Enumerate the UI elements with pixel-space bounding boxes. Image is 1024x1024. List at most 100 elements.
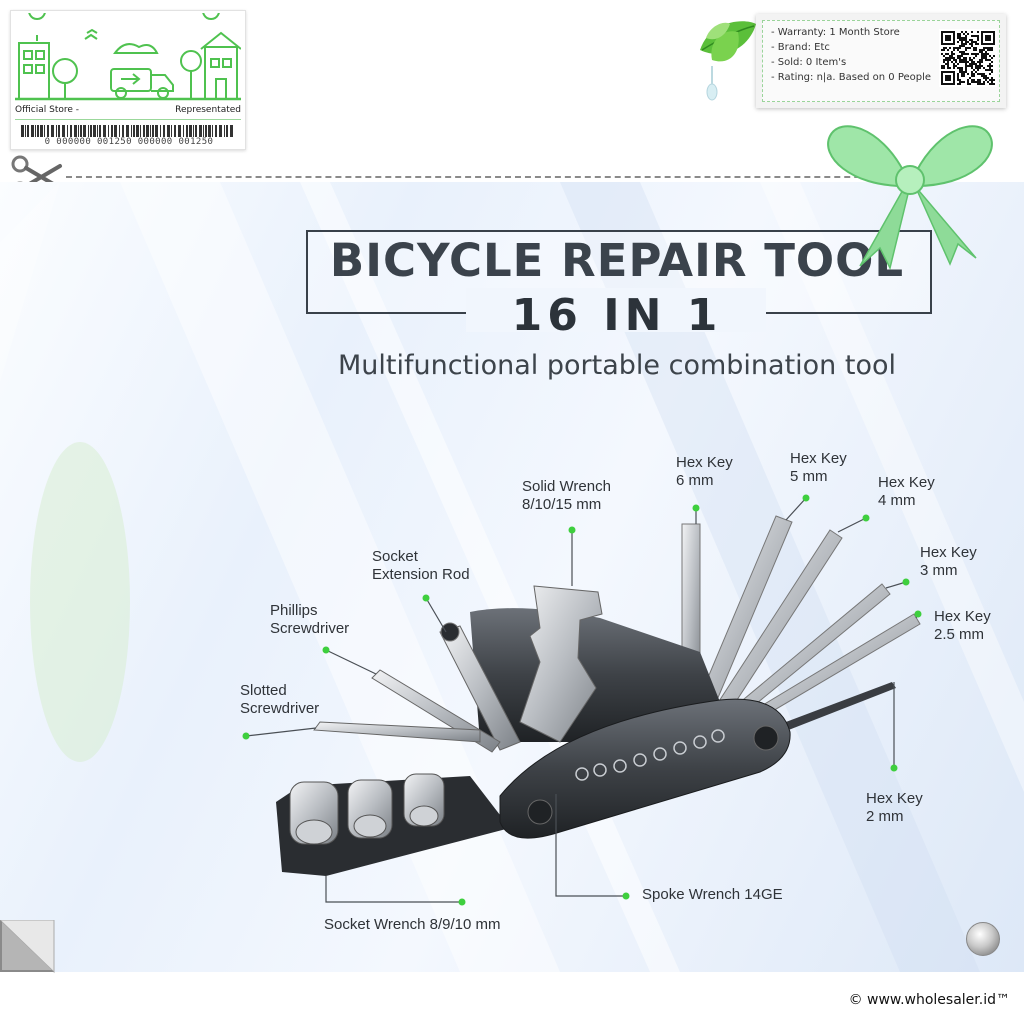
qr-module — [949, 67, 951, 69]
label-name: Solid Wrench — [522, 478, 611, 495]
qr-module — [991, 81, 993, 83]
barcode-bar — [215, 125, 217, 137]
barcode-bar — [226, 125, 228, 137]
qr-module — [965, 41, 967, 43]
qr-module — [959, 81, 961, 83]
qr-module — [977, 43, 979, 45]
qr-module — [961, 53, 963, 55]
qr-module — [985, 75, 987, 77]
barcode-bar — [37, 125, 39, 137]
sold-line: - Sold: 0 Item's — [771, 57, 847, 68]
multitool-illustration — [242, 494, 922, 906]
qr-module — [971, 43, 973, 45]
front-body — [499, 698, 791, 839]
qr-module — [977, 69, 979, 71]
barcode-bar — [208, 125, 211, 137]
qr-module — [977, 73, 979, 75]
qr-module — [969, 83, 971, 85]
label-detail: 8/10/15 mm — [522, 496, 602, 513]
qr-module — [963, 45, 965, 47]
qr-module — [959, 35, 961, 37]
qr-module — [983, 67, 985, 69]
qr-module — [947, 61, 949, 63]
qr-module — [993, 79, 995, 81]
qr-module — [959, 33, 961, 35]
barcode-bar — [195, 125, 197, 137]
qr-module — [963, 81, 965, 83]
barcode-bar — [40, 125, 43, 137]
qr-module — [985, 59, 987, 61]
qr-module — [973, 75, 975, 77]
qr-module — [983, 81, 985, 83]
barcode-bar — [58, 125, 60, 137]
qr-module — [987, 69, 989, 71]
qr-module — [989, 83, 991, 85]
qr-module — [965, 59, 967, 61]
qr-module — [991, 57, 993, 59]
qr-module — [953, 53, 955, 55]
label-spoke-wrench: Spoke Wrench 14GE — [642, 886, 783, 903]
qr-module — [977, 79, 979, 81]
label-phillips-screwdriver: Phillips Screwdriver — [270, 602, 349, 638]
barcode-bar — [174, 125, 176, 137]
qr-module — [981, 55, 983, 57]
qr-module — [963, 53, 965, 55]
store-labels: Official Store - Representated — [15, 105, 241, 120]
qr-module — [967, 65, 969, 67]
barcode-bar — [97, 125, 98, 137]
qr-module — [941, 49, 943, 51]
qr-module — [957, 63, 959, 65]
qr-module — [965, 43, 967, 45]
qr-module — [959, 61, 961, 63]
qr-module — [963, 57, 965, 59]
qr-module — [983, 77, 985, 79]
qr-module — [975, 35, 977, 37]
qr-module — [969, 77, 971, 79]
slotted-screwdriver-blade — [313, 721, 481, 743]
qr-module — [961, 59, 963, 61]
barcode-bar — [114, 125, 117, 137]
qr-module — [957, 67, 959, 69]
qr-module — [979, 79, 981, 81]
qr-module — [959, 71, 961, 73]
barcode-bar — [21, 125, 24, 137]
cut-line — [66, 176, 960, 178]
qr-module — [965, 63, 967, 65]
barcode-bar — [56, 125, 57, 137]
qr-finder — [945, 35, 951, 41]
qr-module — [991, 71, 993, 73]
leader-dots — [242, 494, 922, 906]
qr-module — [981, 53, 983, 55]
qr-code-icon[interactable] — [939, 29, 997, 87]
qr-module — [987, 77, 989, 79]
qr-module — [979, 81, 981, 83]
product-title: BICYCLE REPAIR TOOL — [329, 234, 905, 287]
product-info-inner: - Warranty: 1 Month Store - Brand: Etc -… — [762, 20, 1000, 102]
qr-module — [969, 65, 971, 67]
label-solid-wrench: Solid Wrench 8/10/15 mm — [522, 478, 611, 514]
qr-module — [955, 59, 957, 61]
qr-module — [985, 69, 987, 71]
label-hex-key-3: Hex Key 3 mm — [920, 544, 977, 580]
qr-module — [961, 71, 963, 73]
qr-module — [963, 43, 965, 45]
label-socket-extension-rod: Socket Extension Rod — [372, 548, 470, 584]
spoke-wrench-slots — [575, 729, 725, 781]
qr-module — [957, 33, 959, 35]
qr-module — [943, 67, 945, 69]
qr-module — [947, 53, 949, 55]
leaf-icon — [700, 21, 756, 101]
qr-module — [971, 63, 973, 65]
qr-module — [973, 47, 975, 49]
qr-module — [945, 47, 947, 49]
qr-module — [943, 49, 945, 51]
subtitle-backdrop — [466, 288, 766, 332]
qr-module — [941, 53, 943, 55]
qr-module — [981, 75, 983, 77]
barcode-bar — [155, 125, 158, 137]
label-detail: Screwdriver — [240, 700, 320, 717]
barcode-bar — [193, 125, 194, 137]
qr-module — [949, 47, 951, 49]
label-detail: Screwdriver — [270, 620, 350, 637]
qr-module — [959, 79, 961, 81]
